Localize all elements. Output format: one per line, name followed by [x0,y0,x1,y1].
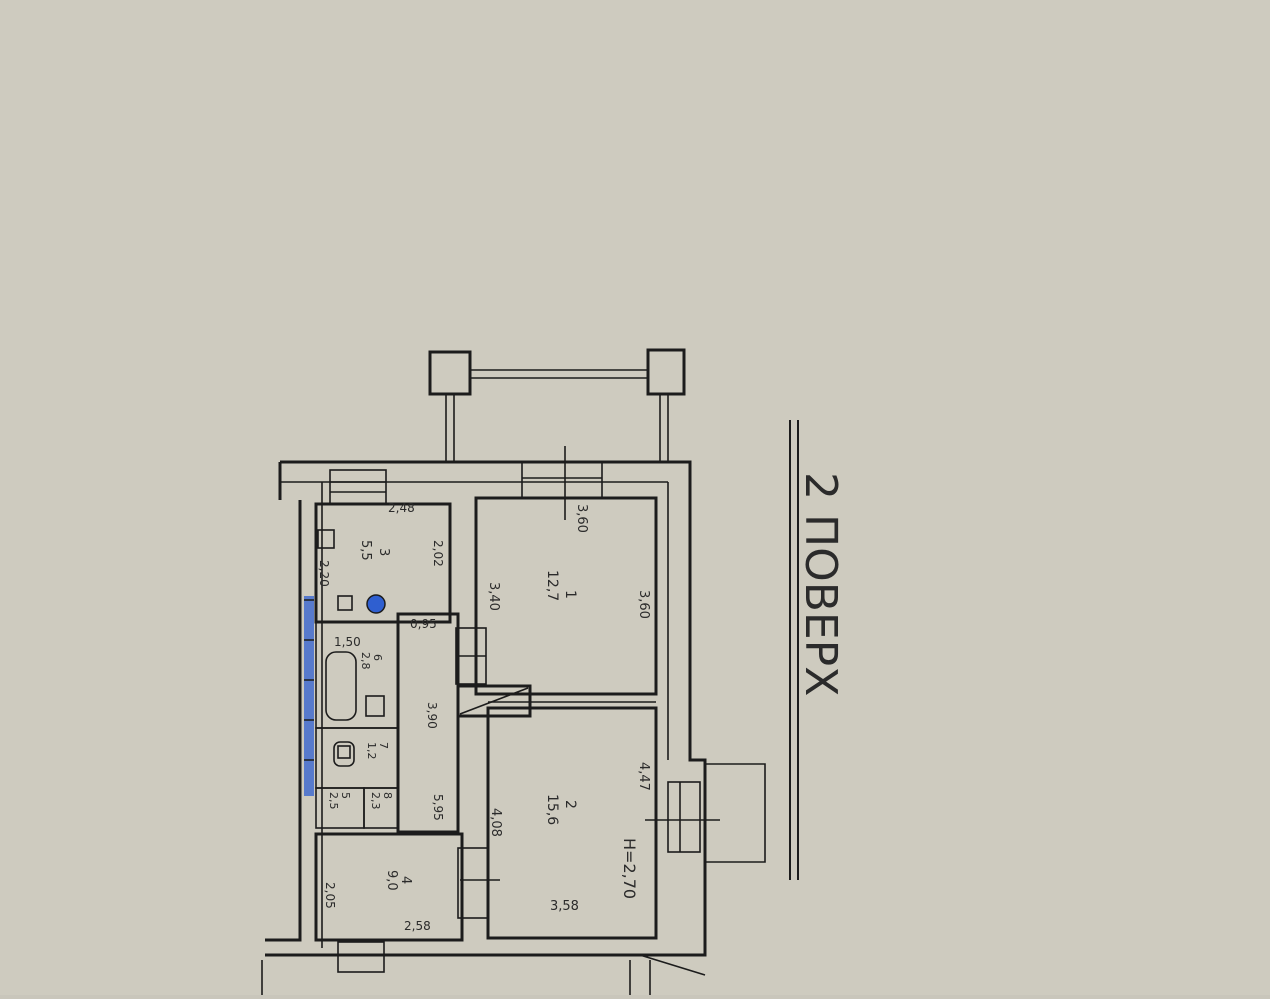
room-3-dim-right: 2,02 [431,540,445,567]
room-4-id: 4 [398,876,413,884]
room-1-area: 12,7 [544,570,560,601]
room-2-dim-left: 4,08 [488,808,503,837]
room-8-dim-right: 3,90 [425,702,439,729]
room-4-dim-right: 5,95 [431,794,445,821]
room-6-dim-top: 1,50 [334,635,361,649]
room-1-dim-left: 3,40 [486,582,501,611]
toilet-icon [333,741,355,767]
room-1-dim-top: 3,60 [574,504,589,533]
ceiling-height: H=2,70 [620,838,639,899]
room-labels: 1 12,7 3,60 3,40 3,60 2 15,6 4,47 4,08 3… [317,501,651,933]
inner-rooms [314,502,500,942]
room-4-area: 9,0 [384,870,399,891]
bathtub-icon [325,651,385,721]
room-3-dim-top: 2,48 [388,501,415,515]
room-4-dim-bottom: 2,58 [404,919,431,933]
room-2-dim-right: 4,47 [636,762,651,791]
room-6-id: 6 [371,654,384,661]
room-4-dim-left: 2,05 [323,882,337,909]
room-2 [486,701,658,940]
room-3-id: 3 [376,548,391,556]
room-1-dim-right: 3,60 [636,590,651,619]
balcony [428,348,686,462]
room-1 [474,446,658,696]
room-7-id: 7 [377,742,390,749]
room-8-dim-top: 0,95 [410,617,437,631]
room-5-area: 2,5 [327,792,340,810]
floor-label-group: 2 ПОВЕРХ [789,420,846,880]
room-2-area: 15,6 [544,794,560,825]
room-3-dim-left: 2,20 [317,560,331,587]
floor-label: 2 ПОВЕРХ [795,472,846,696]
water-heater-icon [366,594,386,614]
room-2-id: 2 [562,800,578,809]
stove-icon [317,529,353,611]
room-8-area: 2,3 [369,792,382,810]
room-5-id: 5 [339,792,352,799]
room-8-id: 8 [381,792,394,799]
room-6-area: 2,8 [359,652,372,670]
room-2-dim-bottom: 3,58 [550,899,579,914]
blue-pipe [304,596,314,796]
room-3-area: 5,5 [358,540,373,561]
room-7-area: 1,2 [365,742,378,760]
room-1-id: 1 [562,590,578,599]
